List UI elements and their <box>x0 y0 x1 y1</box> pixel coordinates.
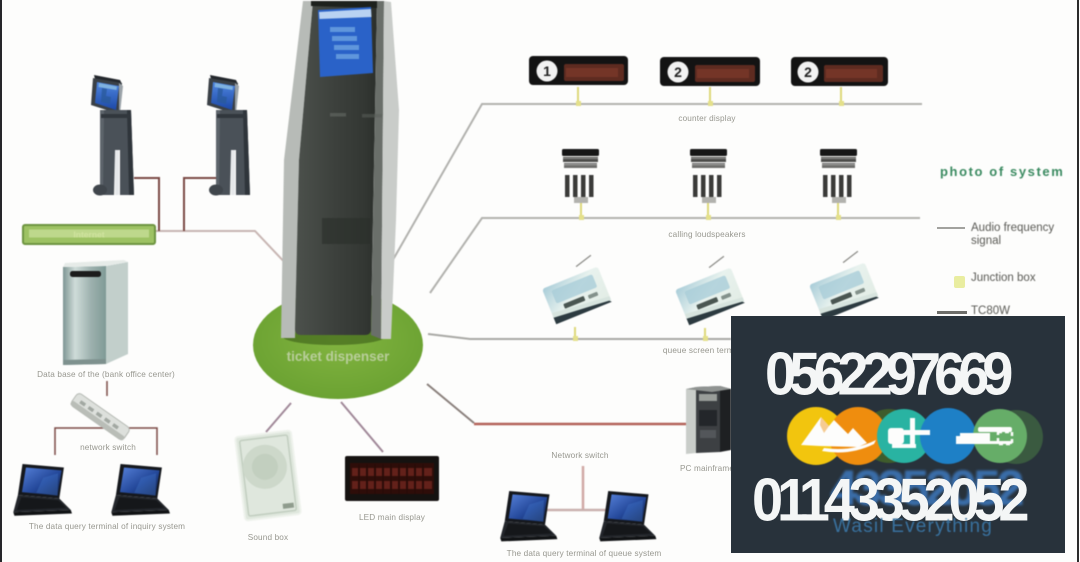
svg-text:ticket dispenser: ticket dispenser <box>287 349 391 364</box>
svg-text:2: 2 <box>674 64 682 80</box>
svg-text:Internet: Internet <box>73 230 104 240</box>
svg-text:1: 1 <box>543 63 551 79</box>
svg-text:2: 2 <box>804 64 812 80</box>
